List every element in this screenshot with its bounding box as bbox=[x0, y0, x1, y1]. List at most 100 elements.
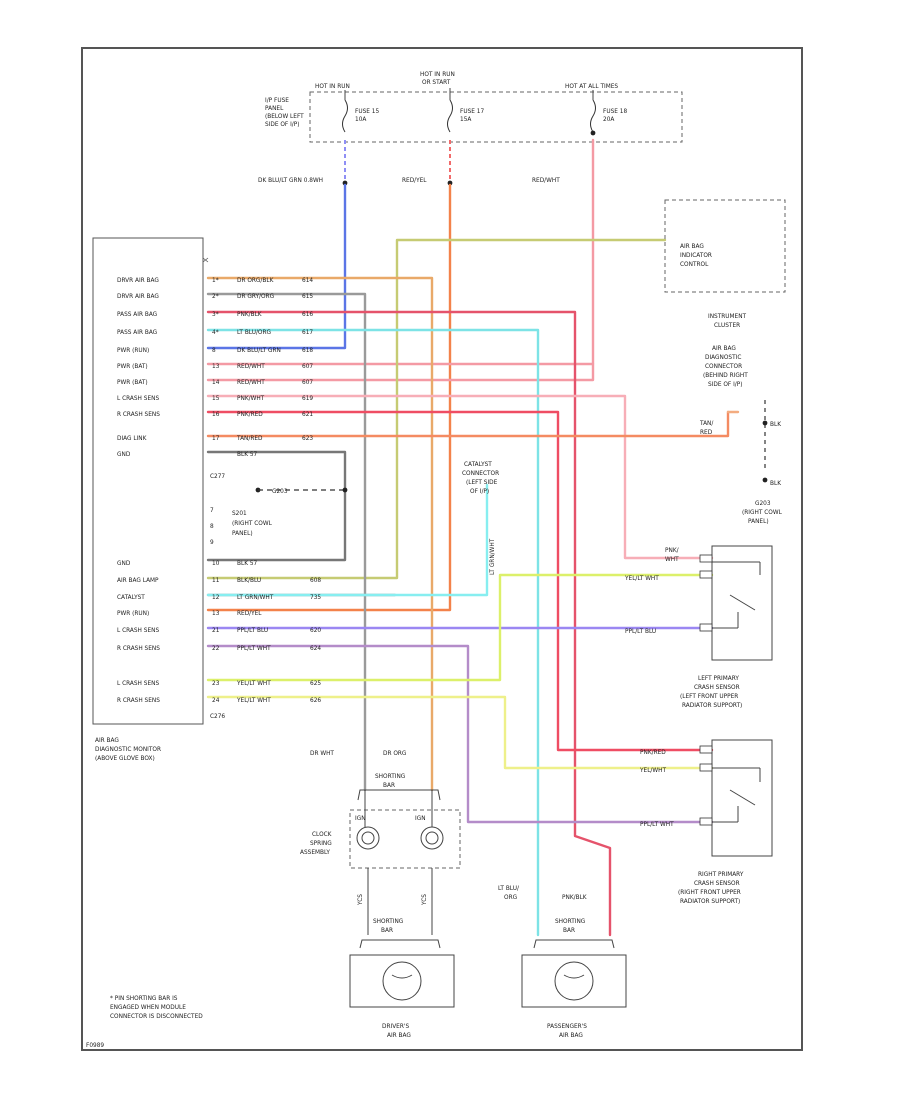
module-label-lower-0: GND bbox=[117, 561, 131, 567]
yel-wht-label: YEL/LT WHT bbox=[624, 576, 659, 582]
module-pin-upper-0: 1* bbox=[212, 278, 219, 284]
airbag-indicator-label: AIR BAG INDICATOR CONTROL bbox=[680, 244, 712, 268]
wire-label-redyel: RED/YEL bbox=[402, 178, 427, 184]
svg-text:7: 7 bbox=[210, 508, 214, 514]
wire-redyel bbox=[206, 183, 452, 612]
module-label-upper-5: PWR (BAT) bbox=[117, 364, 148, 370]
svg-text:9: 9 bbox=[210, 540, 214, 546]
small-pins: 7 8 9 S201 (RIGHT COWL PANEL) bbox=[210, 508, 273, 546]
lower-wire-num-7: 626 bbox=[310, 698, 321, 704]
svg-text:SPRING: SPRING bbox=[310, 841, 332, 847]
svg-text:DIAGNOSTIC: DIAGNOSTIC bbox=[705, 355, 741, 361]
upper-wire-num-2: 616 bbox=[302, 312, 313, 318]
sensor-pins bbox=[699, 554, 713, 826]
driver-airbag-inner bbox=[391, 974, 413, 979]
module-pin-lower-1: 11 bbox=[212, 578, 220, 584]
module-label-lower-5: R CRASH SENS bbox=[117, 646, 160, 652]
shorting-bar-passenger: SHORTING BAR bbox=[533, 919, 615, 949]
upper-wire-num-9: 623 bbox=[302, 436, 313, 442]
module-label-lower-1: AIR BAG LAMP bbox=[117, 578, 159, 584]
upper-wire-num-5: 607 bbox=[302, 364, 313, 370]
svg-text:DIAGNOSTIC MONITOR: DIAGNOSTIC MONITOR bbox=[95, 747, 161, 753]
lower-wire-name-0: BLK 57 bbox=[237, 561, 258, 567]
lower-wire-num-2: 735 bbox=[310, 595, 321, 601]
wire-ltblu-org bbox=[206, 328, 540, 937]
svg-text:PANEL: PANEL bbox=[265, 106, 284, 112]
diag-wire-label: TAN/ RED bbox=[699, 421, 713, 436]
wire-ltgrn-wht bbox=[206, 483, 489, 597]
splice-left bbox=[342, 180, 348, 186]
driver-airbag-label: DRIVER'S AIR BAG bbox=[382, 1024, 411, 1039]
svg-text:(RIGHT COWL: (RIGHT COWL bbox=[742, 510, 783, 516]
upper-wire-num-4: 618 bbox=[302, 348, 313, 354]
module-label-lower-3: PWR (RUN) bbox=[117, 611, 149, 617]
right-crash-sensor bbox=[711, 739, 773, 857]
catalyst-connector-label: CATALYST CONNECTOR (LEFT SIDE OF I/P) bbox=[462, 462, 499, 495]
passenger-airbag bbox=[521, 954, 627, 1008]
svg-text:FUSE 18: FUSE 18 bbox=[603, 109, 627, 115]
clock-spring-box bbox=[349, 809, 461, 869]
lower-wire-num-6: 625 bbox=[310, 681, 321, 687]
svg-text:CRASH SENSOR: CRASH SENSOR bbox=[694, 881, 740, 887]
module-label-upper-1: DRVR AIR BAG bbox=[117, 294, 159, 300]
lower-wire-name-4: PPL/LT BLU bbox=[237, 628, 268, 634]
wire-pnk-blk bbox=[206, 310, 612, 937]
svg-text:INSTRUMENT: INSTRUMENT bbox=[708, 314, 747, 320]
module-label-upper-0: DRVR AIR BAG bbox=[117, 278, 159, 284]
upper-wire-name-0: DR ORG/BLK bbox=[237, 278, 274, 284]
c276-label: C276 bbox=[210, 714, 225, 720]
gnd-splice-2 bbox=[762, 477, 768, 483]
svg-text:WHT: WHT bbox=[665, 557, 679, 563]
upper-wire-name-5: RED/WHT bbox=[237, 364, 265, 370]
lower-wire-num-5: 624 bbox=[310, 646, 321, 652]
svg-text:8: 8 bbox=[210, 524, 214, 530]
svg-text:15A: 15A bbox=[460, 117, 471, 123]
module-label-upper-10: GND bbox=[117, 452, 131, 458]
module-pin-lower-6: 23 bbox=[212, 681, 220, 687]
svg-text:(ABOVE GLOVE BOX): (ABOVE GLOVE BOX) bbox=[95, 756, 155, 762]
ign-label-2: IGN bbox=[415, 816, 426, 822]
left-sensor-label: LEFT PRIMARY CRASH SENSOR (LEFT FRONT UP… bbox=[680, 676, 742, 709]
svg-text:SHORTING: SHORTING bbox=[373, 919, 404, 925]
gnd-splice-1 bbox=[762, 420, 768, 426]
module-pin-lower-4: 21 bbox=[212, 628, 220, 634]
module-pin-upper-4: 8 bbox=[212, 348, 216, 354]
wire-tan-red bbox=[206, 410, 730, 438]
right-sensor-label: RIGHT PRIMARY CRASH SENSOR (RIGHT FRONT … bbox=[678, 872, 744, 905]
driver-airbag-icon bbox=[382, 961, 422, 1001]
shorting-bar-top: SHORTING BAR bbox=[357, 774, 441, 801]
svg-text:(RIGHT COWL: (RIGHT COWL bbox=[232, 521, 273, 527]
pnk-red-label: PNK/RED bbox=[640, 750, 666, 756]
ycs-label-a: YCS bbox=[358, 894, 364, 906]
svg-text:(BEHIND RIGHT: (BEHIND RIGHT bbox=[703, 373, 748, 379]
wire-drgry-org bbox=[206, 292, 367, 792]
upper-wire-num-6: 607 bbox=[302, 380, 313, 386]
module-pin-lower-7: 24 bbox=[212, 698, 220, 704]
svg-text:RIGHT PRIMARY: RIGHT PRIMARY bbox=[698, 872, 744, 878]
upper-wire-num-0: 614 bbox=[302, 278, 313, 284]
module-pin-lower-0: 10 bbox=[212, 561, 220, 567]
c277-label: C277 bbox=[210, 474, 225, 480]
svg-text:CONTROL: CONTROL bbox=[680, 262, 709, 268]
diag-connector-label: AIR BAG DIAGNOSTIC CONNECTOR (BEHIND RIG… bbox=[703, 346, 748, 388]
lower-wire-name-1: BLK/BLU bbox=[237, 578, 261, 584]
ycs-label-b: YCS bbox=[422, 894, 428, 906]
module-label-lower-8: R CRASH SENS bbox=[117, 698, 160, 704]
upper-wire-name-3: LT BLU/ORG bbox=[237, 330, 272, 336]
instrument-cluster-label: INSTRUMENT CLUSTER bbox=[708, 314, 747, 329]
left-crash-sensor bbox=[711, 545, 773, 661]
svg-text:FUSE 15: FUSE 15 bbox=[355, 109, 379, 115]
module-pin-lower-3: 13 bbox=[212, 611, 220, 617]
hot-in-run-or-start-label: HOT IN RUN OR START bbox=[420, 72, 455, 86]
catalyst-wire-label: LT GRN/WHT bbox=[490, 538, 496, 575]
svg-text:DRIVER'S: DRIVER'S bbox=[382, 1024, 409, 1030]
passenger-airbag-label: PASSENGER'S AIR BAG bbox=[547, 1024, 587, 1039]
wire-label-redwht: RED/WHT bbox=[532, 178, 560, 184]
module-label-upper-7: L CRASH SENS bbox=[117, 396, 159, 402]
svg-text:I/P FUSE: I/P FUSE bbox=[265, 98, 289, 104]
passenger-airbag-inner bbox=[563, 974, 585, 979]
module-pin-upper-3: 4* bbox=[212, 330, 219, 336]
